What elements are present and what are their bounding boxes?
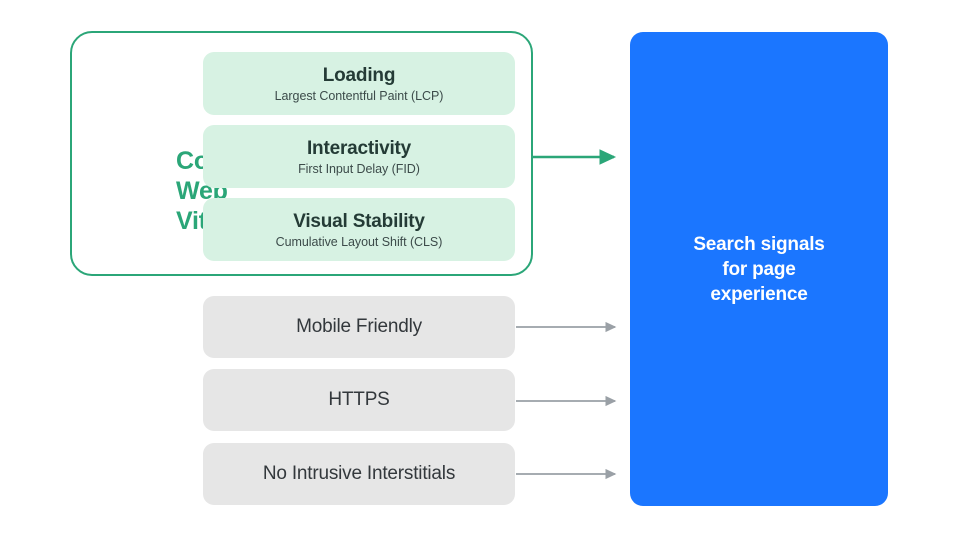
vital-card-interactivity-subtitle: First Input Delay (FID) bbox=[298, 161, 420, 176]
mobile-friendly-card[interactable]: Mobile Friendly bbox=[203, 296, 515, 358]
vital-card-visual-stability[interactable]: Visual Stability Cumulative Layout Shift… bbox=[203, 198, 515, 261]
vital-card-loading-subtitle: Largest Contentful Paint (LCP) bbox=[274, 88, 444, 103]
search-signals-panel-label: Search signals for page experience bbox=[693, 233, 825, 305]
vital-card-loading-title: Loading bbox=[322, 64, 396, 86]
mobile-friendly-card-label: Mobile Friendly bbox=[296, 316, 422, 337]
vital-card-loading[interactable]: Loading Largest Contentful Paint (LCP) bbox=[203, 52, 515, 115]
no-intrusive-interstitials-card[interactable]: No Intrusive Interstitials bbox=[203, 443, 515, 505]
vital-card-interactivity[interactable]: Interactivity First Input Delay (FID) bbox=[203, 125, 515, 188]
vital-card-interactivity-title: Interactivity bbox=[306, 137, 412, 159]
https-card-label: HTTPS bbox=[328, 389, 390, 410]
vital-card-visual-stability-title: Visual Stability bbox=[293, 210, 425, 232]
search-signals-panel[interactable]: Search signals for page experience bbox=[630, 32, 888, 506]
vital-card-visual-stability-subtitle: Cumulative Layout Shift (CLS) bbox=[275, 234, 443, 249]
https-card[interactable]: HTTPS bbox=[203, 369, 515, 431]
no-intrusive-interstitials-card-label: No Intrusive Interstitials bbox=[262, 463, 456, 484]
